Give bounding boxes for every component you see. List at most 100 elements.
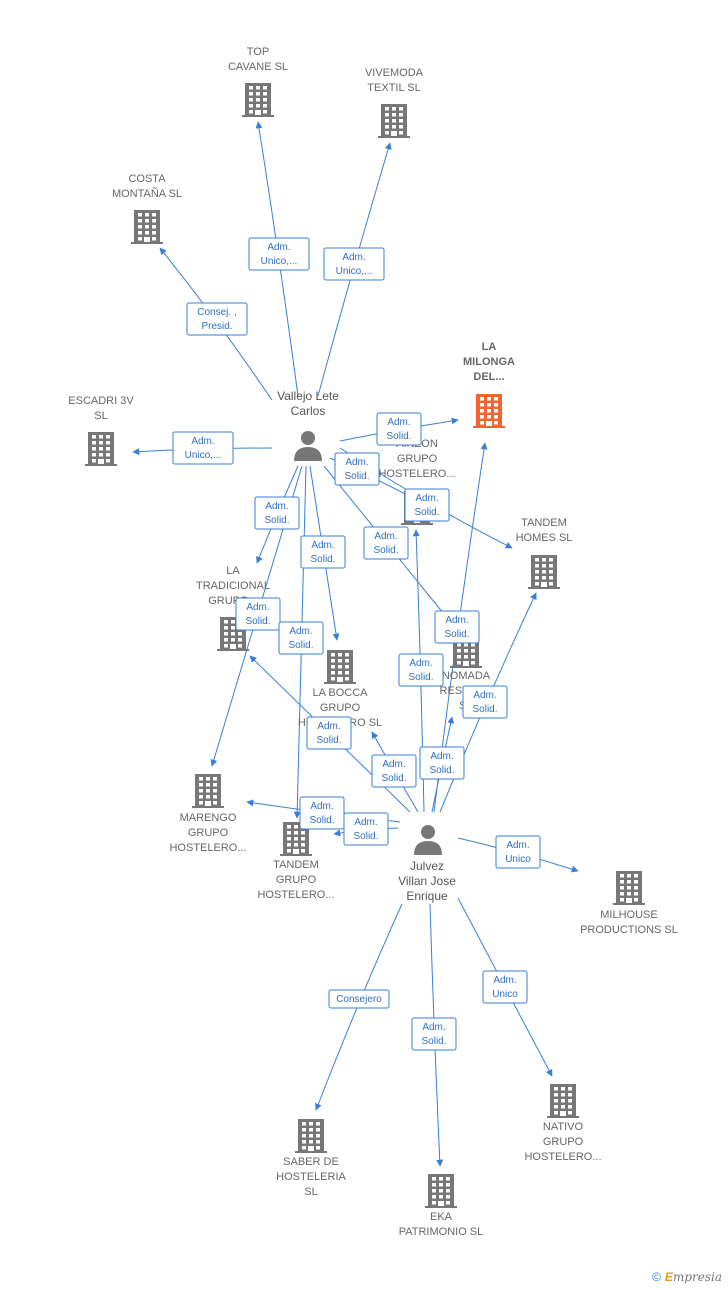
relation-label-text: Solid. — [316, 735, 341, 746]
company-name-line: DEL... — [473, 371, 504, 383]
relation-label-p2-milhouse[interactable]: Adm.Unico — [495, 835, 541, 869]
relation-label-p2-bocca[interactable]: Adm. Solid. — [371, 754, 417, 788]
company-name-line: SL — [304, 1186, 317, 1198]
company-name-line: EKA — [430, 1211, 453, 1223]
relation-label-text: Adm. — [430, 751, 453, 762]
relation-label-p1-ainzon[interactable]: Adm.Solid. — [334, 452, 380, 486]
relation-label-p1-tandem_grupo[interactable]: Adm.Solid. — [278, 621, 324, 655]
relation-label-p1-top[interactable]: Adm. Unico,... — [248, 237, 310, 271]
relation-label-text: Adm. — [493, 975, 516, 986]
relation-label-text: Solid. — [429, 765, 454, 776]
relation-label-text: Solid. — [444, 629, 469, 640]
relation-labels-layer: Adm.Unico,...Adm.Unico,...Consej. ,Presi… — [172, 237, 541, 1051]
person-name-line: Enrique — [406, 889, 448, 903]
relation-label-text: Solid. — [414, 507, 439, 518]
relation-label-text: Adm. — [382, 759, 405, 770]
relation-label-box — [434, 610, 480, 644]
relation-label-p2-ainzon[interactable]: Adm.Solid. — [398, 653, 444, 687]
relation-label-p2-eka[interactable]: Adm.Solid. — [411, 1017, 457, 1051]
relation-label-box — [278, 621, 324, 655]
person-name-line: Villan Jose — [398, 874, 456, 888]
relation-label-text: Adm. — [374, 531, 397, 542]
relation-label-p2-milonga[interactable]: Adm.Solid. — [434, 610, 480, 644]
relation-label-text: Solid. — [386, 431, 411, 442]
company-node-escadri[interactable]: ESCADRI 3V SL — [68, 395, 134, 466]
relation-label-text: Adm. — [267, 242, 290, 253]
relation-label-p1-milonga[interactable]: Adm. Solid. — [376, 412, 422, 446]
company-node-nativo[interactable]: NATIVOGRUPOHOSTELERO... — [524, 1084, 602, 1163]
company-name-line: ESCADRI 3V — [68, 395, 134, 407]
company-node-tandem_grupo[interactable]: TANDEMGRUPOHOSTELERO... — [257, 822, 335, 901]
relation-label-text: Adm. — [387, 417, 410, 428]
company-name-line: COSTA — [128, 173, 166, 185]
relation-label-p1-vivemoda[interactable]: Adm.Unico,... — [323, 247, 385, 281]
relation-label-text: Adm. — [409, 658, 432, 669]
company-name-line: GRUPO — [320, 702, 361, 714]
relation-label-p2-saber[interactable]: Consejero — [328, 989, 390, 1009]
relation-label-box — [462, 685, 508, 719]
relation-label-text: Presid. — [201, 321, 232, 332]
company-name-line: MARENGO — [180, 812, 237, 824]
company-node-milonga[interactable]: LAMILONGADEL... — [463, 341, 515, 428]
relation-label-box — [411, 1017, 457, 1051]
relation-label-text: Solid. — [264, 515, 289, 526]
relation-label-text: Adm. — [345, 457, 368, 468]
relation-label-box — [419, 746, 465, 780]
building-icon — [613, 871, 645, 905]
relation-label-text: Adm. — [311, 540, 334, 551]
relation-label-box — [334, 452, 380, 486]
company-name-line: HOMES SL — [516, 532, 573, 544]
company-name-line: LA — [226, 565, 240, 577]
company-name-line: TRADICIONAL — [196, 580, 270, 592]
relation-label-text: Solid. — [381, 773, 406, 784]
relation-label-p2-nomada[interactable]: Adm. Solid. — [419, 746, 465, 780]
company-name-line: PATRIMONIO SL — [399, 1226, 484, 1238]
relation-label-text: Adm. — [265, 501, 288, 512]
relation-label-text: Unico — [492, 989, 518, 1000]
relation-label-p2-tandem_homes[interactable]: Adm.Solid. — [462, 685, 508, 719]
relation-label-text: Solid. — [472, 704, 497, 715]
relation-label-p1-tandem_homes[interactable]: Adm. Solid. — [404, 488, 450, 522]
relation-label-p1-costa[interactable]: Consej. ,Presid. — [186, 302, 248, 336]
company-name-line: GRUPO — [276, 874, 317, 886]
relation-label-box — [371, 754, 417, 788]
relation-label-p1-nomada[interactable]: Adm.Solid. — [363, 526, 409, 560]
company-name-line: GRUPO — [397, 453, 438, 465]
relation-label-box — [495, 835, 541, 869]
relation-label-text: Adm. — [422, 1022, 445, 1033]
company-node-marengo[interactable]: MARENGOGRUPOHOSTELERO... — [169, 774, 247, 854]
relation-label-text: Solid. — [353, 831, 378, 842]
relation-label-text: Unico,... — [261, 256, 298, 267]
company-name-line: GRUPO — [543, 1136, 584, 1148]
relation-label-p1-escadri[interactable]: Adm.Unico,... — [172, 431, 234, 465]
relation-label-p2-tradicional[interactable]: Adm.Solid. — [306, 716, 352, 750]
brand-name: mpresia — [672, 1270, 722, 1284]
company-node-eka[interactable]: EKA PATRIMONIO SL — [399, 1174, 484, 1238]
building-icon — [242, 83, 274, 117]
relation-label-p2-nativo[interactable]: Adm. Unico — [482, 970, 528, 1004]
relation-label-p1-bocca[interactable]: Adm.Solid. — [300, 535, 346, 569]
relation-label-box — [323, 247, 385, 281]
relation-label-text: Adm. — [415, 493, 438, 504]
company-name-line: HOSTELERO... — [378, 468, 455, 480]
relation-label-p2-tandem_grupo[interactable]: Adm.Solid. — [343, 812, 389, 846]
relation-label-box — [254, 496, 300, 530]
relation-label-p1-tradicional[interactable]: Adm. Solid. — [254, 496, 300, 530]
relation-label-text: Unico — [505, 854, 531, 865]
building-icon — [378, 104, 410, 138]
company-name-line: SL — [94, 410, 107, 422]
relation-label-box — [376, 412, 422, 446]
relation-label-p1-marengo[interactable]: Adm.Solid. — [235, 597, 281, 631]
relation-label-p2-marengo[interactable]: Adm.Solid. — [299, 796, 345, 830]
person-name-line: Julvez — [410, 859, 444, 873]
company-name-line: GRUPO — [188, 827, 229, 839]
